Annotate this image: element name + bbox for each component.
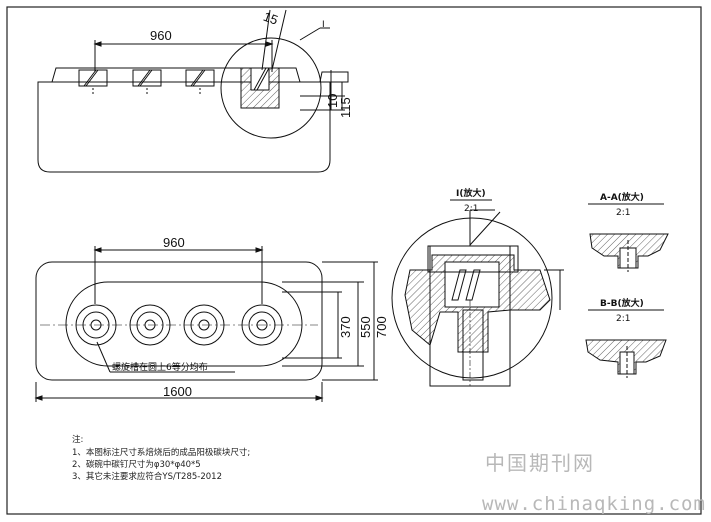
detail-i-view [391, 209, 564, 387]
drawing-frame [6, 6, 702, 515]
plan-view [34, 246, 378, 402]
elevation-dim-15: 15 [261, 9, 280, 28]
notes-line-1: 1、本图标注尺寸系焙烧后的成品阳极碳块尺寸; [72, 447, 250, 458]
elevation-dim-115: 115 [338, 97, 353, 118]
watermark-site-name: 中国期刊网 [485, 451, 595, 475]
notes-heading: 注: [72, 434, 83, 445]
section-aa-scale: 2:1 [616, 208, 630, 218]
section-bb-scale: 2:1 [616, 314, 630, 324]
plan-dim-550: 550 [358, 316, 373, 338]
notes-line-3: 3、其它未注要求应符合YS/T285-2012 [72, 471, 222, 482]
section-bb-view [585, 339, 667, 378]
detail-i-scale: 2:1 [464, 204, 478, 214]
elevation-dim-960: 960 [150, 28, 172, 43]
elevation-dim-10: 10 [325, 94, 340, 108]
plan-callout: 螺旋槽在圆上6等分均布 [112, 361, 208, 373]
plan-dim-960: 960 [163, 235, 185, 250]
plan-dim-370: 370 [338, 316, 353, 338]
section-aa-title: A-A(放大) [600, 191, 644, 203]
elevation-view [37, 9, 349, 173]
section-aa-view [589, 233, 669, 272]
notes-line-2: 2、碳碗中碳钉尺寸为φ30*φ40*5 [72, 459, 201, 470]
detail-i-title: I(放大) [456, 187, 486, 199]
plan-dim-700: 700 [374, 316, 389, 338]
section-bb-title: B-B(放大) [600, 297, 644, 309]
watermark-url: www.chinaqking.com [482, 493, 706, 515]
detail-marker-label: I [322, 20, 325, 30]
plan-dim-1600: 1600 [163, 384, 192, 399]
